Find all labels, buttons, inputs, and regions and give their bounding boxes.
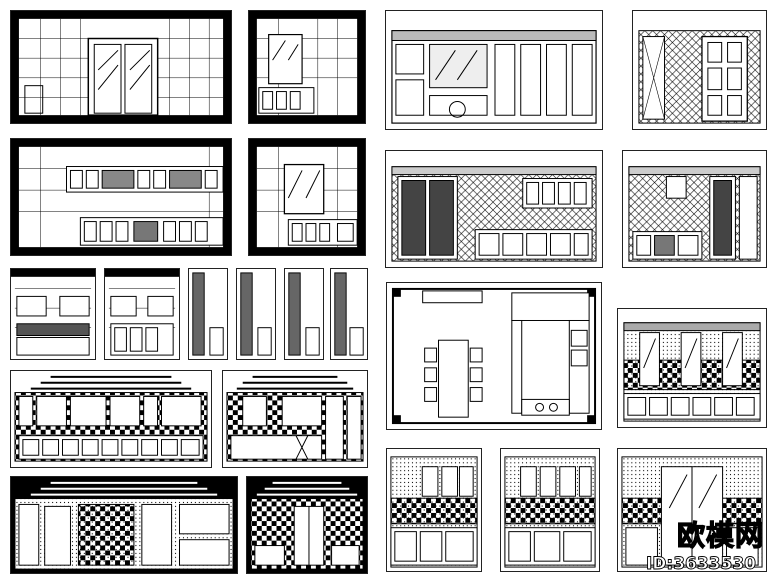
elevation-drawing (385, 10, 603, 130)
side-section-drawing (330, 268, 368, 360)
elevation-drawing (385, 150, 603, 268)
elevation-drawing (10, 138, 232, 256)
elevation-drawing (10, 10, 232, 124)
side-section-drawing (188, 268, 228, 360)
elevation-drawing (622, 150, 767, 268)
elevation-drawing (222, 370, 368, 468)
watermark-id: ID:3633530 (645, 554, 757, 575)
watermark-brand: 欧模网 (676, 518, 764, 552)
elevation-drawing (632, 10, 767, 130)
side-section-drawing (236, 268, 276, 360)
elevation-drawing (386, 448, 482, 572)
elevation-drawing (10, 476, 238, 574)
elevation-drawing (10, 370, 212, 468)
elevation-drawing (617, 448, 767, 572)
elevation-drawing (248, 138, 366, 256)
side-section-drawing (284, 268, 324, 360)
elevation-drawing (617, 308, 767, 428)
elevation-drawing (246, 476, 368, 574)
elevation-drawing (500, 448, 600, 572)
elevation-drawing (10, 268, 96, 360)
floor-plan-drawing (386, 282, 602, 430)
elevation-drawing (104, 268, 180, 360)
elevation-drawing (248, 10, 366, 124)
